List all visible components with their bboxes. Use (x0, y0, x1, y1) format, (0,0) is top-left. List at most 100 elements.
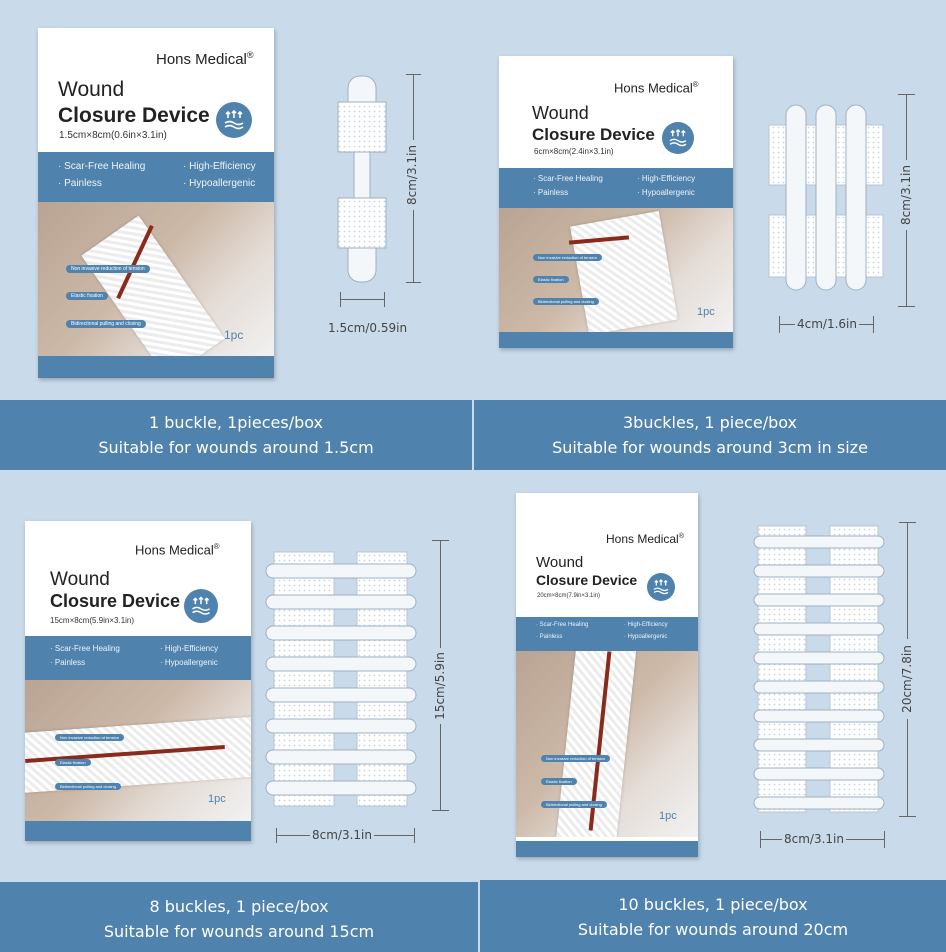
width-dimension-line-1 (340, 299, 384, 300)
package-footer-bar (25, 821, 251, 841)
caption-band-1: 1 buckle, 1pieces/box Suitable for wound… (0, 400, 472, 470)
product-title-line1: Wound (536, 554, 584, 571)
feature-bar: · Scar-Free Healing · High-Efficiency · … (516, 617, 698, 651)
width-tick-left-2 (779, 316, 780, 333)
product-title-line2: Closure Device (50, 591, 181, 611)
feature-hypoallergenic: · Hypoallergenic (160, 658, 218, 667)
waves-logo-icon (662, 122, 694, 154)
package-footer-bar (38, 356, 274, 378)
height-tick-top-1 (406, 74, 421, 75)
size-text: 6cm×8cm(2.4in×3.1in) (534, 147, 614, 156)
width-tick-left-3 (276, 828, 277, 843)
caption-3-line2: Suitable for wounds around 15cm (103, 922, 375, 941)
brand-text: Hons Medical (606, 532, 679, 546)
device-diagram-2 (768, 104, 884, 291)
caption-4-line1: 10 buckles, 1 piece/box (618, 895, 808, 914)
size-text: 1.5cm×8cm(0.6in×3.1in) (59, 130, 167, 141)
caption-2-line2: Suitable for wounds around 3cm in size (552, 438, 868, 457)
feature-hypoallergenic: · Hypoallergenic (624, 634, 668, 640)
brand-name: Hons Medical® (156, 50, 254, 68)
caption-1-line1: 1 buckle, 1pieces/box (149, 413, 323, 432)
feature-painless: · Painless (58, 178, 102, 189)
package-3: Hons Medical® Wound Closure Device 15cm×… (25, 521, 251, 841)
height-label-4: 20cm/7.8in (900, 639, 914, 719)
pill-tension: Non invasive reduction of tension (533, 254, 602, 261)
feature-painless: · Painless (533, 188, 569, 197)
width-tick-left-1 (340, 292, 341, 307)
feature-high-efficiency: · High-Efficiency (160, 644, 219, 653)
pill-bidirectional: Bidirectional pulling and closing (55, 783, 121, 790)
feature-scar-free: · Scar-Free Healing (536, 622, 589, 628)
caption-3-line1: 8 buckles, 1 piece/box (149, 897, 329, 916)
height-tick-bottom-4 (899, 816, 916, 817)
feature-high-efficiency: · High-Efficiency (624, 622, 668, 628)
package-4: Hons Medical® Wound Closure Device 20cm×… (516, 493, 698, 857)
feature-scar-free: · Scar-Free Healing (50, 644, 120, 653)
feature-bar: · Scar-Free Healing · High-Efficiency · … (25, 636, 251, 680)
count-label: 1pc (208, 793, 226, 805)
caption-2-line1: 3buckles, 1 piece/box (623, 413, 797, 432)
count-label: 1pc (697, 306, 715, 318)
width-tick-right-2 (873, 316, 874, 333)
brand-text: Hons Medical (614, 80, 693, 96)
height-tick-bottom-2 (898, 306, 915, 307)
pill-tension: Non invasive reduction of tension (55, 734, 124, 741)
count-label: 1pc (659, 810, 677, 822)
tape-strip (81, 215, 225, 360)
height-label-1: 8cm/3.1in (405, 140, 419, 210)
product-title-line2: Closure Device (58, 104, 210, 127)
waves-logo-icon (184, 589, 218, 623)
height-tick-top-2 (898, 94, 915, 95)
brand-text: Hons Medical (156, 51, 247, 68)
product-title-line1: Wound (58, 78, 125, 101)
feature-hypoallergenic: · Hypoallergenic (637, 188, 695, 197)
height-tick-bottom-3 (432, 810, 449, 811)
package-2: Hons Medical® Wound Closure Device 6cm×8… (499, 56, 733, 348)
feature-bar: · Scar-Free Healing · High-Efficiency · … (499, 168, 733, 208)
waves-logo-icon (647, 573, 675, 601)
height-tick-top-4 (899, 522, 916, 523)
brand-name: Hons Medical® (135, 542, 220, 557)
package-footer-bar (499, 332, 733, 348)
height-tick-top-3 (432, 540, 449, 541)
feature-bar: · Scar-Free Healing · High-Efficiency · … (38, 152, 274, 202)
size-text: 20cm×8cm(7.9in×3.1in) (537, 593, 601, 599)
registered-mark: ® (678, 531, 684, 540)
size-text: 15cm×8cm(5.9in×3.1in) (50, 616, 135, 625)
device-diagram-4 (753, 525, 885, 813)
package-1: Hons Medical® Wound Closure Device 1.5cm… (38, 28, 274, 378)
height-tick-bottom-1 (406, 282, 421, 283)
feature-painless: · Painless (50, 658, 86, 667)
pill-bidirectional: Bidirectional pulling and closing (533, 298, 599, 305)
device-diagram-1 (337, 75, 387, 283)
feature-high-efficiency: · High-Efficiency (183, 161, 256, 172)
width-tick-right-3 (414, 828, 415, 843)
pill-elastic: Elastic fixation (541, 778, 577, 785)
feature-hypoallergenic: · Hypoallergenic (183, 178, 256, 189)
registered-mark: ® (692, 80, 699, 89)
tape-strip (555, 651, 637, 837)
caption-band-4: 10 buckles, 1 piece/box Suitable for wou… (480, 880, 946, 952)
product-photo (499, 208, 733, 332)
pill-tension: Non invasive reduction of tension (66, 265, 150, 273)
product-title-line1: Wound (532, 103, 589, 123)
pill-bidirectional: Bidirectional pulling and closing (541, 801, 607, 808)
registered-mark: ® (246, 50, 254, 60)
registered-mark: ® (213, 542, 220, 551)
product-photo (25, 680, 251, 821)
feature-painless: · Painless (536, 634, 563, 640)
pill-elastic: Elastic fixation (533, 276, 569, 283)
pill-elastic: Elastic fixation (55, 759, 91, 766)
product-title-line2: Closure Device (532, 125, 655, 144)
caption-band-3: 8 buckles, 1 piece/box Suitable for woun… (0, 882, 478, 952)
width-label-3: 8cm/3.1in (310, 828, 374, 842)
feature-high-efficiency: · High-Efficiency (637, 174, 696, 183)
width-label-2: 4cm/1.6in (795, 317, 859, 331)
product-photo (38, 202, 274, 360)
product-title-line2: Closure Device (536, 572, 638, 588)
width-tick-right-4 (884, 831, 885, 848)
width-tick-left-4 (760, 831, 761, 848)
feature-scar-free: · Scar-Free Healing (533, 174, 603, 183)
caption-4-line2: Suitable for wounds around 20cm (577, 920, 849, 939)
product-title-line1: Wound (50, 569, 110, 590)
